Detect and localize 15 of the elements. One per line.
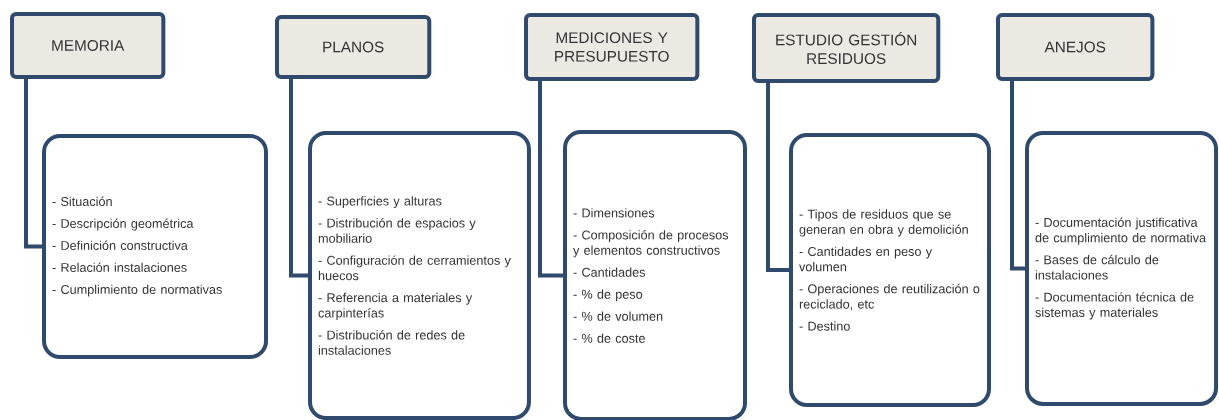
header-box: PLANOS	[275, 15, 432, 79]
header-box: MEDICIONES Y PRESUPUESTO	[524, 13, 700, 81]
list-box: - Documentación justificativa de cumplimiento de normativa - Bases de cálculo de instalaciones - Documentación técnica de sistemas y materiales	[1025, 131, 1219, 406]
connector-line	[289, 79, 308, 278]
header-box: MEMORIA	[10, 12, 166, 79]
header-box: ESTUDIO GESTIÓN RESIDUOS	[752, 13, 941, 83]
header-box: ANEJOS	[996, 13, 1155, 81]
list-box: - Superficies y alturas - Distribución de espacios y mobiliario - Configuración de cerramientos y huecos - Referencia a materiales y carpinterías - Distribución de redes de instalaciones	[308, 131, 531, 420]
connector-line	[766, 83, 789, 272]
list-box: - Situación - Descripción geométrica - Definición constructiva - Relación instalaciones - Cumplimiento de normativas	[42, 134, 268, 360]
connector-line	[24, 78, 42, 249]
connector-line	[538, 81, 563, 278]
list-box: - Tipos de residuos que se generan en obra y demolición - Cantidades en peso y volumen - Operaciones de reutilización o reciclado, etc - Destino	[789, 133, 991, 407]
connector-line	[1010, 81, 1025, 271]
list-box: - Dimensiones - Composición de procesos y elementos constructivos - Cantidades - % de peso - % de volumen - % de coste	[563, 130, 747, 420]
